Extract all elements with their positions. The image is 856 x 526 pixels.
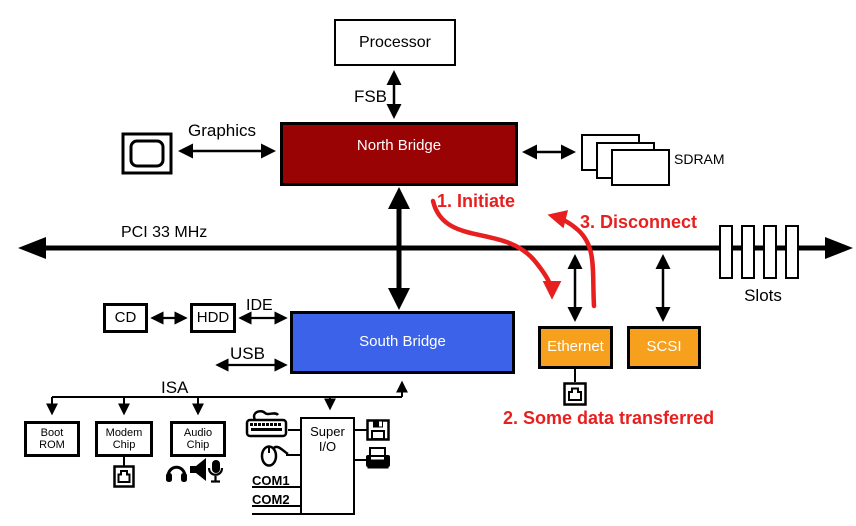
pci-slot-3 (763, 225, 777, 279)
audio-chip-box: Audio Chip (170, 421, 226, 457)
ide-label: IDE (246, 297, 273, 314)
pci-bus (18, 237, 853, 259)
slots-label: Slots (744, 286, 782, 305)
com2-label: COM2 (252, 492, 290, 507)
com1-label: COM1 (252, 473, 290, 488)
annotation-step2-data-transferred: 2. Some data transferred (503, 408, 715, 428)
isa-bus (46, 380, 408, 416)
microphone-icon (207, 460, 224, 483)
peripheral-stubs (123, 368, 576, 515)
scsi-box: SCSI (627, 326, 701, 369)
fsb-label: FSB (353, 87, 387, 106)
floppy-icon (366, 419, 390, 441)
rj45-jack-icon (563, 382, 587, 406)
pci-slot-4 (785, 225, 799, 279)
pci-bus-label: PCI 33 MHz (121, 224, 208, 241)
keyboard-icon (245, 410, 288, 438)
cd-box: CD (103, 303, 148, 333)
isa-label: ISA (161, 378, 189, 397)
modem-chip-box: Modem Chip (95, 421, 153, 457)
usb-label: USB (230, 344, 265, 363)
pci-slot-1 (719, 225, 733, 279)
sdram-label: SDRAM (674, 151, 725, 167)
pci-slot-2 (741, 225, 755, 279)
boot-rom-box: Boot ROM (24, 421, 80, 457)
headphones-icon (166, 465, 187, 482)
graphics-label: Graphics (188, 121, 257, 140)
annotation-step1-initiate: 1. Initiate (437, 191, 516, 211)
printer-icon (366, 447, 390, 469)
initiate-curve-arrow (430, 198, 562, 300)
ethernet-box: Ethernet (538, 326, 613, 369)
super-io-box: Super I/O (300, 417, 355, 515)
disconnect-curve-arrow (547, 210, 597, 309)
hdd-box: HDD (190, 303, 236, 333)
annotation-step3-disconnect: 3. Disconnect (580, 212, 698, 232)
sdram-chip-front (611, 149, 670, 186)
speaker-icon (190, 458, 206, 481)
rj11-jack-icon (113, 465, 135, 488)
processor-box: Processor (334, 19, 456, 66)
mouse-icon (260, 445, 289, 467)
monitor-icon (121, 132, 173, 175)
south-bridge-box: South Bridge (290, 311, 515, 374)
nb-sb-bus-arrow (388, 187, 410, 310)
north-bridge-box: North Bridge (280, 122, 518, 186)
